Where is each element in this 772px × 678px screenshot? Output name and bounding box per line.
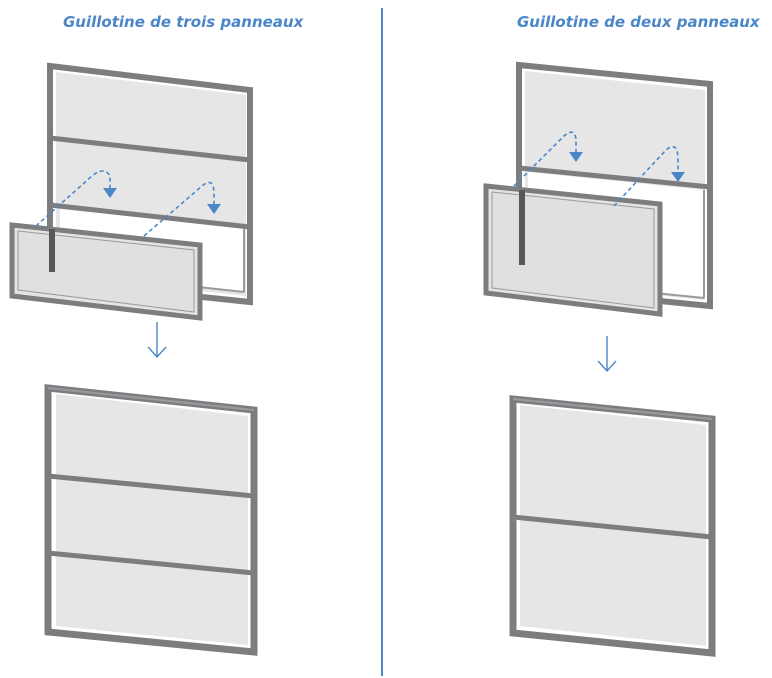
insertion-arrow-3 <box>513 131 577 187</box>
down-arrow-left <box>147 322 167 359</box>
left-diagram-title: Guillotine de trois panneaux <box>63 13 304 31</box>
insertion-arrow-2 <box>143 181 215 237</box>
two-panel-assembled-window <box>509 395 716 657</box>
insertion-arrow-1 <box>35 170 111 227</box>
three-panel-exploded-view <box>9 62 253 321</box>
three-panel-assembled-window <box>44 384 258 656</box>
down-arrow-right <box>597 336 617 373</box>
right-diagram-title: Guillotine de deux panneaux <box>517 13 760 31</box>
insertion-arrow-4 <box>613 145 679 207</box>
window-frame <box>47 62 253 306</box>
two-panel-exploded-view <box>483 61 713 317</box>
